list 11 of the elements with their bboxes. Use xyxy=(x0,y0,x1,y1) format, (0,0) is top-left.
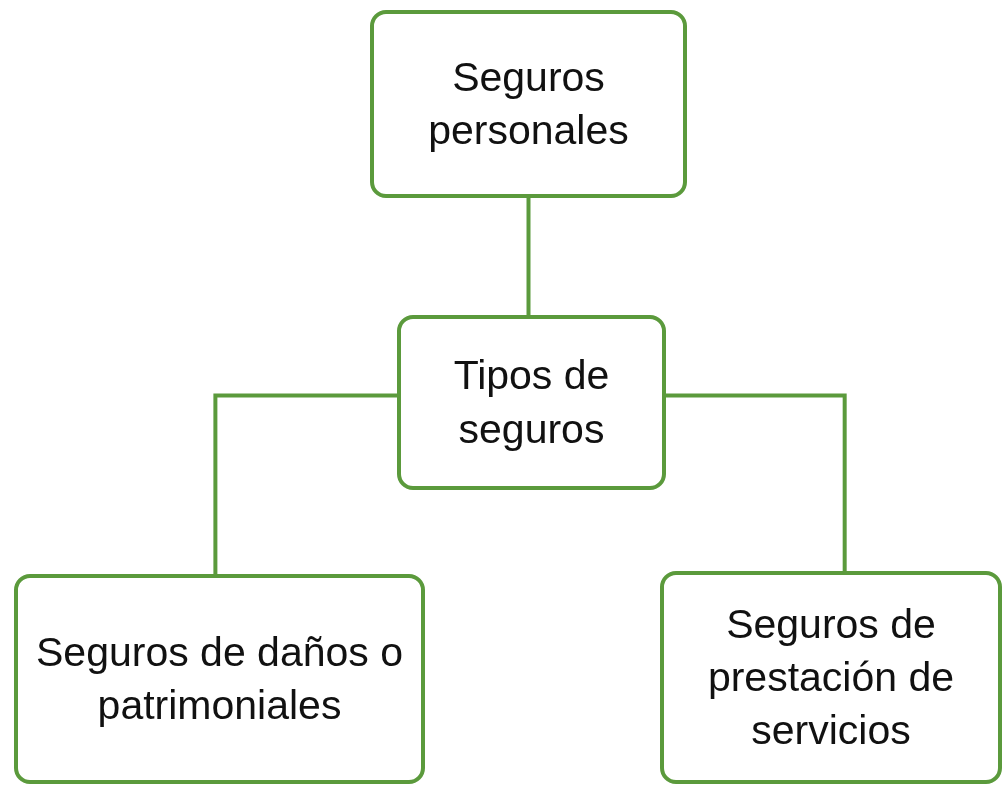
category-box xyxy=(370,10,687,198)
box-label: Seguros personales xyxy=(427,52,630,155)
connector-line xyxy=(666,393,847,571)
category-box xyxy=(660,571,1002,784)
box-label: Tipos de seguros xyxy=(452,351,611,454)
box-label: Seguros de daños o patrimoniales xyxy=(35,627,404,730)
connector-line xyxy=(213,393,397,574)
category-box xyxy=(14,574,425,784)
connector-line xyxy=(526,198,531,315)
box-label: Seguros de prestación de servicios xyxy=(706,599,956,756)
category-box xyxy=(397,315,666,490)
